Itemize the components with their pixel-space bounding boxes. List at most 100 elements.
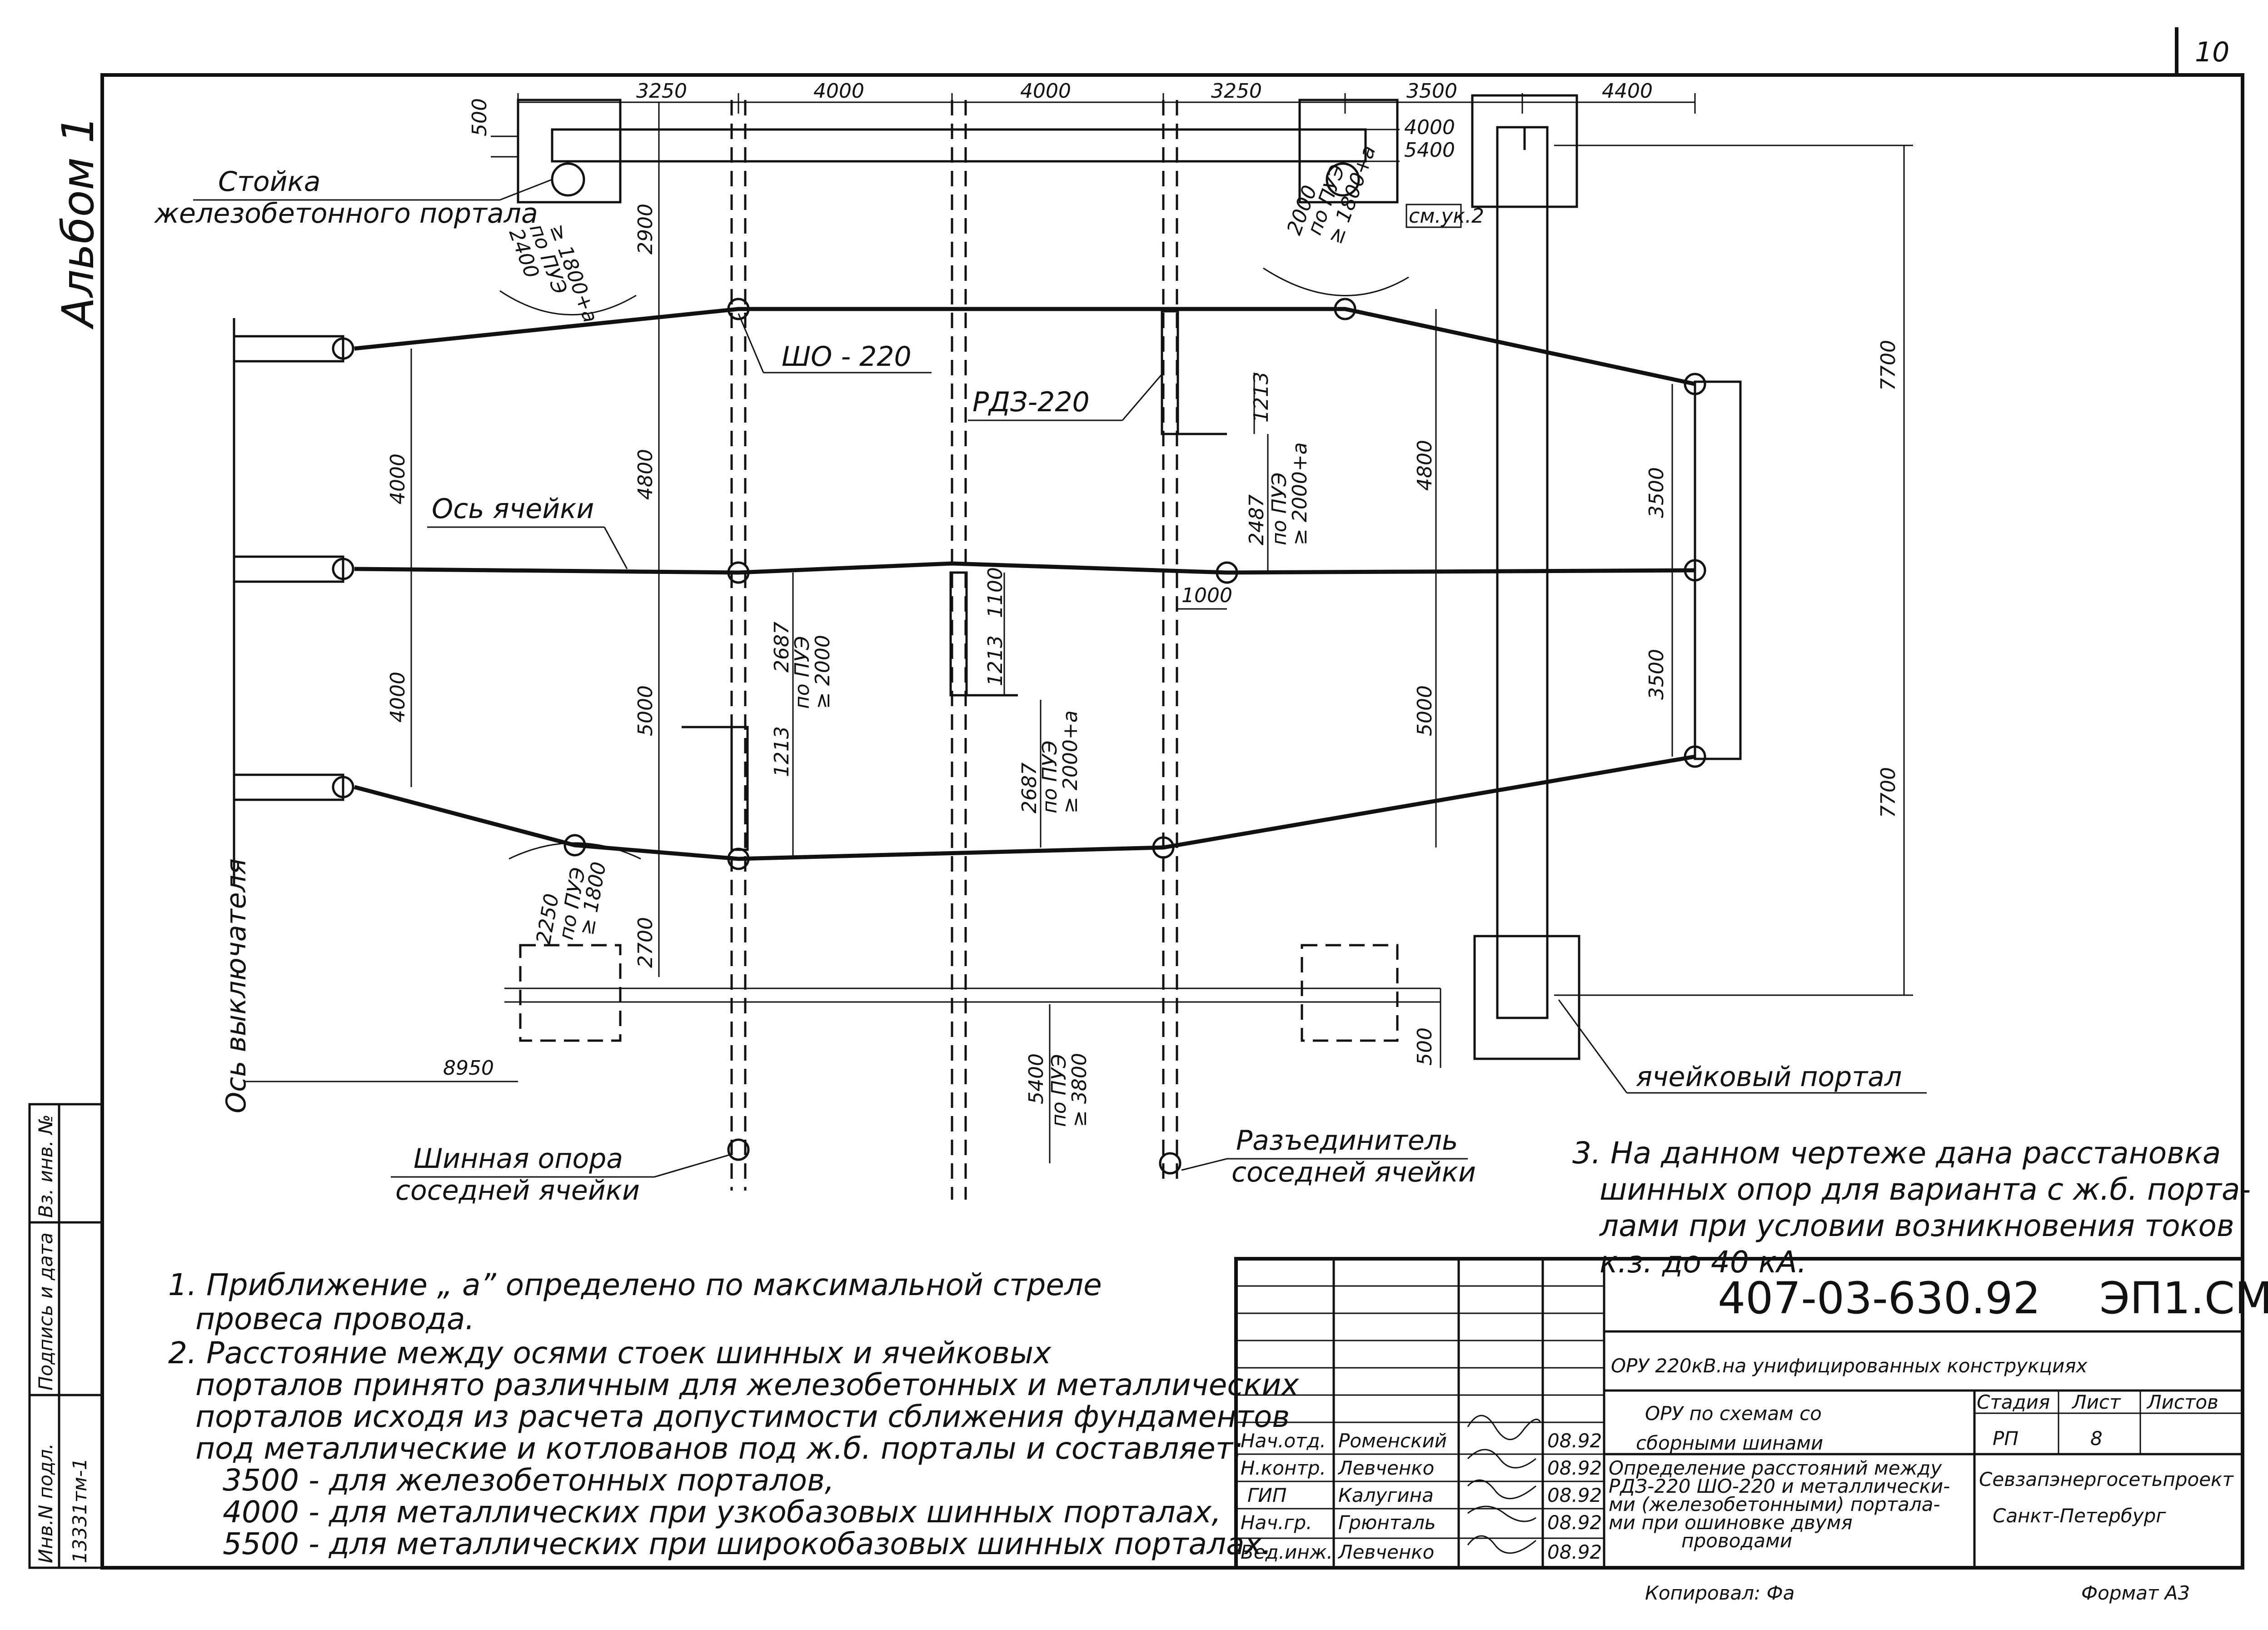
dim-4000-a: 4000 xyxy=(386,454,409,504)
disconnector-label: Разъединитель xyxy=(1236,1125,1458,1156)
notes-1-2: 1. Приближение „ а” определено по максим… xyxy=(168,1267,1299,1561)
dim-2687-a: 2687 xyxy=(770,622,793,673)
dim-1100: 1100 xyxy=(984,567,1007,618)
sig-name-4: Грюнталь xyxy=(1338,1511,1436,1534)
dim-4800-left: 4800 xyxy=(634,449,657,500)
dim-4000-b: 4000 xyxy=(386,672,409,723)
bus-supports xyxy=(563,298,1356,1175)
title-block: 407-03-630.92 ЭП1.СМ ОРУ 220кВ.на унифиц… xyxy=(1234,1257,2268,1570)
side-stamp-inv-value: 13331тм-1 xyxy=(69,1458,91,1563)
dim-2900: 2900 xyxy=(634,204,657,254)
pue-2000a-val: ≥ 2000+a xyxy=(1288,442,1311,545)
signature-rows: Нач.отд. Роменский 08.92 Н.контр. Левчен… xyxy=(1241,1430,1602,1563)
dim-4000-right: 4000 xyxy=(1404,116,1455,139)
disconnector-sub-label: соседней ячейки xyxy=(1231,1156,1476,1188)
dim-500-top: 500 xyxy=(468,98,491,136)
sheet-title-2: сборными шинами xyxy=(1636,1432,1823,1454)
breaker-axis-label: Ось выключателя xyxy=(220,858,252,1113)
sig-role-3: ГИП xyxy=(1247,1484,1286,1506)
dim-7700-a: 7700 xyxy=(1877,340,1900,391)
dim-1000: 1000 xyxy=(1181,584,1232,607)
note-2-line-6: 4000 - для металлических при узкобазовых… xyxy=(223,1495,1221,1530)
dim-7700-b: 7700 xyxy=(1877,767,1900,818)
stage-label: Стадия xyxy=(1977,1391,2050,1413)
busbar-wires xyxy=(354,307,1695,861)
sig-date-1: 08.92 xyxy=(1547,1430,1602,1452)
sheet-label: Лист xyxy=(2071,1391,2121,1413)
dim-3500-a: 3500 xyxy=(1645,467,1668,518)
side-stamp-inv-repl: Вз. инв. № xyxy=(35,1114,57,1218)
dim-5000-right: 5000 xyxy=(1413,685,1436,736)
project-title: ОРУ 220кВ.на унифицированных конструкция… xyxy=(1611,1355,2088,1377)
note-3-line-3: лами при условии возникновения токов xyxy=(1599,1208,2234,1243)
sig-name-2: Левченко xyxy=(1337,1457,1434,1479)
dim-top-3250-a: 3250 xyxy=(636,80,687,103)
sho-label: ШО - 220 xyxy=(782,341,912,373)
handwritten-signatures xyxy=(1467,1415,1541,1554)
dim-4800-right: 4800 xyxy=(1413,440,1436,491)
format-label: Формат А3 xyxy=(2081,1582,2190,1604)
dim-2487: 2487 xyxy=(1245,494,1268,545)
pue-3800: по ПУЭ xyxy=(1047,1054,1071,1127)
sig-date-5: 08.92 xyxy=(1547,1541,1602,1563)
cell-axis-label: Ось ячейки xyxy=(432,493,594,525)
pue-2000-val: ≥ 2000 xyxy=(811,635,834,709)
pue-2000: по ПУЭ xyxy=(791,636,814,709)
sheet-value: 8 xyxy=(2090,1427,2103,1450)
dim-3500-b: 3500 xyxy=(1645,649,1668,700)
sig-role-1: Нач.отд. xyxy=(1241,1430,1326,1452)
sig-role-5: Вед.инж. xyxy=(1241,1541,1333,1563)
drawing-frame xyxy=(100,27,2244,1570)
sig-date-2: 08.92 xyxy=(1547,1457,1602,1479)
dim-top-4000-b: 4000 xyxy=(1020,80,1071,103)
description-1: Определение расстояний между xyxy=(1609,1457,1942,1479)
description-3: ми (железобетонными) портала- xyxy=(1609,1493,1940,1515)
stand-sub-label: железобетонного портала xyxy=(154,198,538,229)
left-portal-insulators xyxy=(233,318,354,886)
dim-top-4000-a: 4000 xyxy=(813,80,864,103)
pue-3800-val: ≥ 3800 xyxy=(1068,1053,1091,1127)
note-3-line-4: к.з. до 40 кА. xyxy=(1600,1245,1807,1280)
sig-name-3: Калугина xyxy=(1338,1484,1434,1506)
side-stamp-sign-date: Подпись и дата xyxy=(35,1232,57,1391)
dim-8950: 8950 xyxy=(443,1057,494,1080)
description-5: проводами xyxy=(1681,1530,1792,1552)
note-2-line-4: под металлические и котлованов под ж.б. … xyxy=(195,1431,1243,1466)
dim-top-3500: 3500 xyxy=(1406,80,1457,103)
bus-support-sub-label: соседней ячейки xyxy=(395,1175,640,1206)
org-city: Санкт-Петербург xyxy=(1993,1505,2166,1527)
note-2-line-3: порталов исходя из расчета допустимости … xyxy=(195,1399,1290,1434)
sig-name-1: Роменский xyxy=(1338,1430,1447,1452)
note-3: 3. На данном чертеже дана расстановка ши… xyxy=(1572,1136,2251,1280)
dim-5400-bottom: 5400 xyxy=(1025,1053,1048,1104)
plan-drawing: 3250 4000 4000 3250 3500 4400 500 4000 5… xyxy=(154,80,1927,1206)
sheet-title-1: ОРУ по схемам со xyxy=(1645,1402,1822,1425)
dim-1213-b: 1213 xyxy=(984,635,1007,686)
side-stamp: Вз. инв. № Подпись и дата Инв.N подл. 13… xyxy=(28,1103,104,1569)
note-3-line-1: 3. На данном чертеже дана расстановка xyxy=(1572,1136,2221,1171)
dim-2700: 2700 xyxy=(634,917,657,968)
sig-role-2: Н.контр. xyxy=(1241,1457,1326,1479)
description-2: РДЗ-220 ШО-220 и металлически- xyxy=(1609,1475,1950,1497)
dim-1213-a: 1213 xyxy=(1250,372,1273,423)
dim-top-3250-b: 3250 xyxy=(1211,80,1262,103)
note-2-line-5: 3500 - для железобетонных порталов, xyxy=(223,1463,834,1498)
album-label: Альбом 1 xyxy=(53,115,104,330)
description-4: ми при ошиновке двумя xyxy=(1609,1511,1853,1534)
rdz-label: РДЗ-220 xyxy=(972,386,1090,418)
note-2-line-2: порталов принято различным для железобет… xyxy=(195,1367,1299,1402)
stage-value: РП xyxy=(1993,1427,2019,1450)
dim-top-4400: 4400 xyxy=(1602,80,1653,103)
cell-portal-label: ячейковый портал xyxy=(1636,1061,1902,1093)
pue-2000a-b: по ПУЭ xyxy=(1038,741,1062,813)
sig-role-4: Нач.гр. xyxy=(1241,1511,1312,1534)
see-note-2: см.ук.2 xyxy=(1409,204,1484,228)
stand-label: Стойка xyxy=(218,166,321,198)
sig-date-4: 08.92 xyxy=(1547,1511,1602,1534)
note-3-line-2: шинных опор для варианта с ж.б. порта- xyxy=(1600,1172,2251,1207)
bus-support-label: Шинная опора xyxy=(414,1143,623,1175)
note-2-line-1: 2. Расстояние между осями стоек шинных и… xyxy=(168,1336,1052,1371)
note-1-line-1: 1. Приближение „ а” определено по максим… xyxy=(168,1267,1102,1302)
note-2-line-7: 5500 - для металлических при широкобазов… xyxy=(223,1526,1272,1561)
